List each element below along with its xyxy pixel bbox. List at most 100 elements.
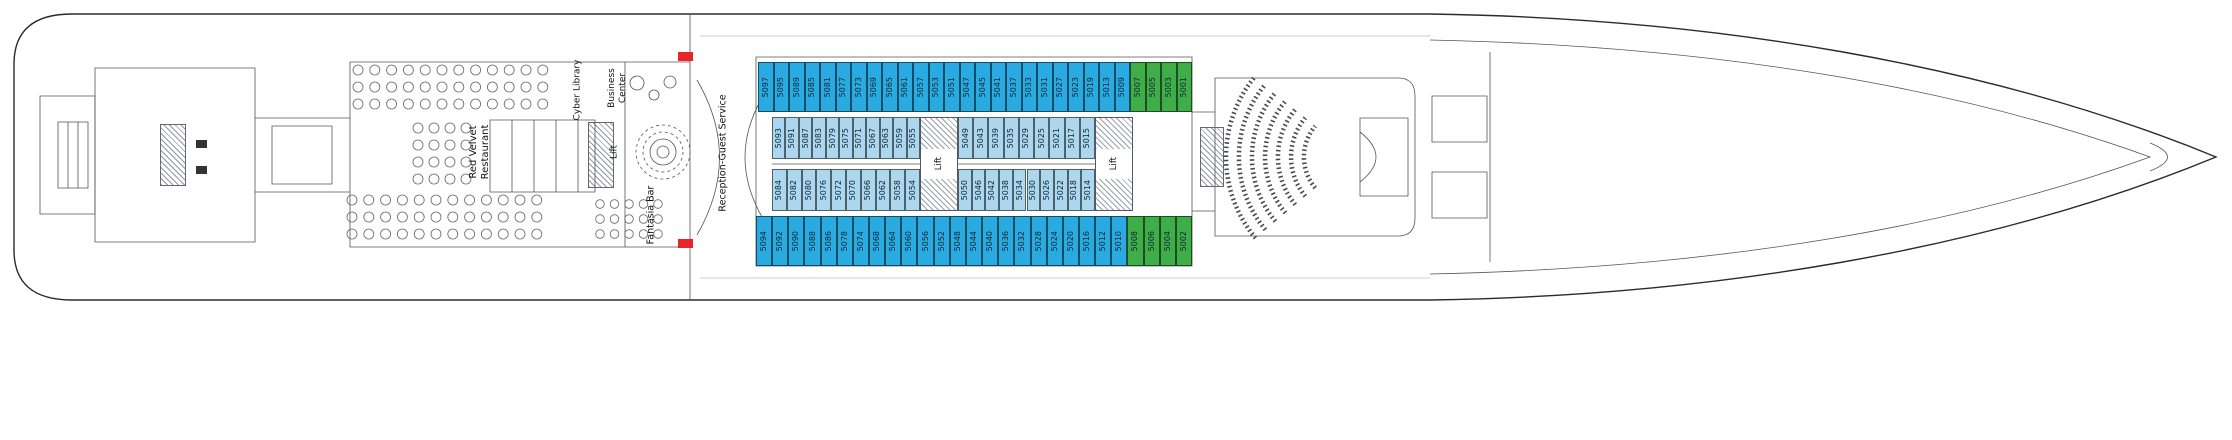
cabin-5041[interactable]: 5041 [990, 62, 1006, 112]
cabin-5029[interactable]: 5029 [1018, 117, 1035, 159]
cabin-5070[interactable]: 5070 [846, 169, 861, 211]
hull-outline [13, 13, 2218, 301]
cabin-5071[interactable]: 5071 [852, 117, 867, 159]
cabin-5073[interactable]: 5073 [851, 62, 867, 112]
cabin-5046[interactable]: 5046 [971, 169, 986, 211]
lift-stairs-block: Lift [920, 117, 958, 211]
cabin-5039[interactable]: 5039 [988, 117, 1004, 159]
cabin-5040[interactable]: 5040 [982, 216, 999, 266]
cabin-5090[interactable]: 5090 [788, 216, 805, 266]
cabin-5047[interactable]: 5047 [959, 62, 975, 112]
stairs-hatch [921, 118, 957, 149]
cabin-5093[interactable]: 5093 [772, 117, 786, 159]
cabin-5016[interactable]: 5016 [1078, 216, 1096, 266]
cabin-5072[interactable]: 5072 [831, 169, 846, 211]
cabin-5001[interactable]: 5001 [1176, 62, 1192, 112]
cabin-5034[interactable]: 5034 [1012, 169, 1027, 211]
cabin-5068[interactable]: 5068 [869, 216, 886, 266]
stairs-hatch [160, 124, 186, 186]
cabin-5076[interactable]: 5076 [816, 169, 832, 211]
cabin-5063[interactable]: 5063 [879, 117, 894, 159]
cabin-5049[interactable]: 5049 [958, 117, 974, 159]
cabin-5089[interactable]: 5089 [789, 62, 805, 112]
cabin-5013[interactable]: 5013 [1099, 62, 1115, 112]
cabin-5062[interactable]: 5062 [875, 169, 891, 211]
cabin-5019[interactable]: 5019 [1083, 62, 1099, 112]
cabin-5003[interactable]: 5003 [1161, 62, 1177, 112]
cabin-5014[interactable]: 5014 [1081, 169, 1095, 211]
cabin-5017[interactable]: 5017 [1064, 117, 1080, 159]
cabin-5074[interactable]: 5074 [852, 216, 870, 266]
cabin-5075[interactable]: 5075 [839, 117, 853, 159]
cabin-5086[interactable]: 5086 [820, 216, 837, 266]
cabin-5079[interactable]: 5079 [825, 117, 840, 159]
cabin-5067[interactable]: 5067 [866, 117, 880, 159]
cabin-5066[interactable]: 5066 [860, 169, 876, 211]
cabin-5082[interactable]: 5082 [786, 169, 802, 211]
cabin-5054[interactable]: 5054 [905, 169, 920, 211]
cabin-5095[interactable]: 5095 [773, 62, 789, 112]
cabin-5059[interactable]: 5059 [893, 117, 907, 159]
cabin-5024[interactable]: 5024 [1046, 216, 1063, 266]
cabin-5004[interactable]: 5004 [1159, 216, 1176, 266]
cabin-5023[interactable]: 5023 [1068, 62, 1084, 112]
cabin-5033[interactable]: 5033 [1021, 62, 1037, 112]
cabin-5048[interactable]: 5048 [949, 216, 966, 266]
cabin-5042[interactable]: 5042 [985, 169, 1000, 211]
cabin-5087[interactable]: 5087 [798, 117, 813, 159]
cabin-5043[interactable]: 5043 [973, 117, 989, 159]
cabin-5077[interactable]: 5077 [835, 62, 851, 112]
cabin-5085[interactable]: 5085 [804, 62, 820, 112]
cabin-5027[interactable]: 5027 [1052, 62, 1068, 112]
cabin-5050[interactable]: 5050 [958, 169, 972, 211]
cabin-5051[interactable]: 5051 [944, 62, 960, 112]
cabin-5021[interactable]: 5021 [1049, 117, 1065, 159]
cabin-5094[interactable]: 5094 [756, 216, 773, 266]
cabin-5025[interactable]: 5025 [1034, 117, 1050, 159]
cabin-5045[interactable]: 5045 [975, 62, 991, 112]
cabin-5036[interactable]: 5036 [998, 216, 1015, 266]
cabin-5015[interactable]: 5015 [1079, 117, 1095, 159]
cabin-5012[interactable]: 5012 [1095, 216, 1112, 266]
cabin-5084[interactable]: 5084 [772, 169, 787, 211]
cabin-5091[interactable]: 5091 [785, 117, 799, 159]
cabin-5078[interactable]: 5078 [836, 216, 853, 266]
cabin-5065[interactable]: 5065 [882, 62, 898, 112]
cabin-5056[interactable]: 5056 [917, 216, 934, 266]
cabin-5028[interactable]: 5028 [1030, 216, 1047, 266]
cabin-5080[interactable]: 5080 [801, 169, 817, 211]
cabin-5092[interactable]: 5092 [772, 216, 789, 266]
cabin-5009[interactable]: 5009 [1114, 62, 1130, 112]
cabin-5035[interactable]: 5035 [1003, 117, 1019, 159]
cabin-5018[interactable]: 5018 [1067, 169, 1082, 211]
cabin-5055[interactable]: 5055 [906, 117, 920, 159]
cabin-5020[interactable]: 5020 [1062, 216, 1079, 266]
cabin-5083[interactable]: 5083 [812, 117, 826, 159]
cabin-5037[interactable]: 5037 [1006, 62, 1022, 112]
cabin-5053[interactable]: 5053 [928, 62, 944, 112]
cabin-5010[interactable]: 5010 [1111, 216, 1128, 266]
cabin-5030[interactable]: 5030 [1026, 169, 1041, 211]
cabin-5002[interactable]: 5002 [1175, 216, 1192, 266]
cabin-5005[interactable]: 5005 [1145, 62, 1161, 112]
cabin-5052[interactable]: 5052 [933, 216, 950, 266]
cabin-5081[interactable]: 5081 [820, 62, 836, 112]
cabin-5044[interactable]: 5044 [965, 216, 983, 266]
cabin-5008[interactable]: 5008 [1127, 216, 1144, 266]
cabin-5022[interactable]: 5022 [1053, 169, 1068, 211]
cabin-5060[interactable]: 5060 [901, 216, 918, 266]
cabin-5026[interactable]: 5026 [1040, 169, 1054, 211]
cabin-5006[interactable]: 5006 [1143, 216, 1160, 266]
cabin-5069[interactable]: 5069 [866, 62, 882, 112]
cabin-5057[interactable]: 5057 [913, 62, 929, 112]
cabin-5038[interactable]: 5038 [999, 169, 1013, 211]
cabin-5064[interactable]: 5064 [885, 216, 902, 266]
service-blocks [196, 140, 207, 174]
cabin-5007[interactable]: 5007 [1130, 62, 1146, 112]
cabin-5061[interactable]: 5061 [897, 62, 913, 112]
cabin-5032[interactable]: 5032 [1014, 216, 1031, 266]
cabin-5097[interactable]: 5097 [758, 62, 774, 112]
cabin-5088[interactable]: 5088 [804, 216, 821, 266]
cabin-5031[interactable]: 5031 [1037, 62, 1053, 112]
cabin-5058[interactable]: 5058 [890, 169, 906, 211]
